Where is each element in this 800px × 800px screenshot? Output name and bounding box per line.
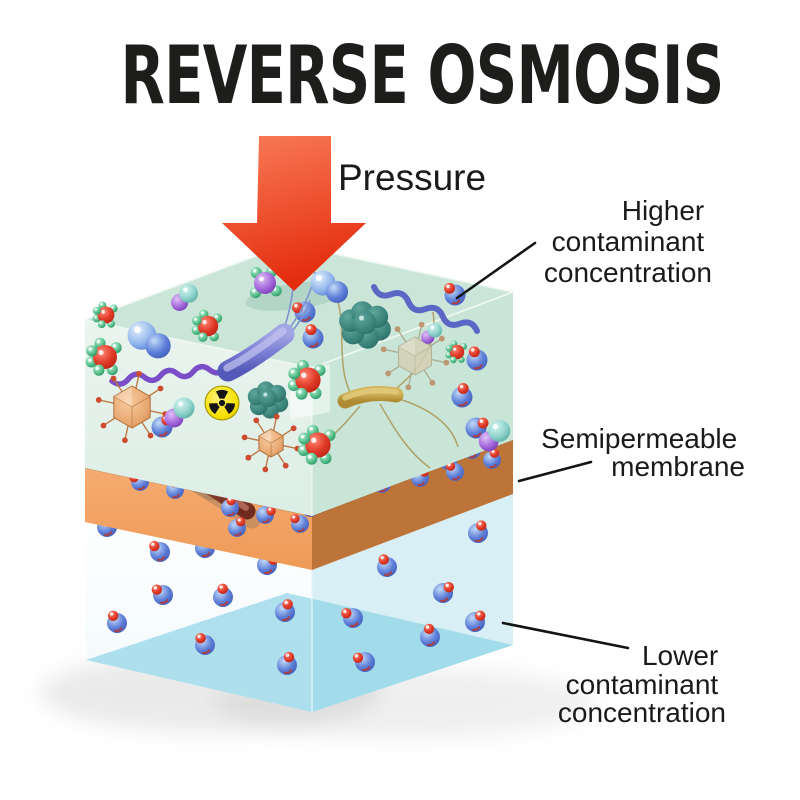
virus-icosahedron <box>380 321 450 391</box>
water-molecule <box>290 514 309 533</box>
molecule-teal-purple-pair <box>421 322 443 344</box>
water-molecule <box>444 282 466 306</box>
down-arrow-icon <box>222 136 366 291</box>
upper-front-face <box>85 320 312 516</box>
page-title: REVERSE OSMOSIS <box>120 30 723 123</box>
bacterium-blue <box>217 267 316 382</box>
water-molecule <box>451 383 473 408</box>
pressure-arrow <box>222 136 366 291</box>
water-molecule <box>466 346 488 371</box>
molecule-blue-pair <box>127 321 171 359</box>
molecule-cluster <box>247 381 289 419</box>
molecule-red-tetra <box>191 309 223 342</box>
water-molecule <box>420 623 440 647</box>
molecule-red-tetra <box>92 301 118 329</box>
water-molecule <box>213 583 233 607</box>
lower-concentration-label: Lower contaminant concentration <box>558 640 726 728</box>
radiation-hazard-icon <box>204 385 240 421</box>
water-molecule <box>483 448 501 469</box>
lower-bottom-face <box>86 593 513 712</box>
virus-icosahedron <box>241 413 301 473</box>
water-molecule <box>465 417 489 439</box>
molecule-cluster <box>339 301 391 349</box>
water-molecule <box>275 599 295 622</box>
water-molecule <box>195 632 215 655</box>
polymer-squiggle <box>371 284 480 334</box>
annotations: Pressure Higher contaminant concentratio… <box>338 157 745 728</box>
molecule-teal-purple-pair <box>171 283 199 311</box>
molecule-teal-purple-pair <box>164 397 195 428</box>
water-molecule <box>377 554 397 577</box>
molecule-red-tetra <box>297 424 336 465</box>
virus-icosahedron <box>95 370 169 444</box>
leader-line-higher <box>455 241 537 300</box>
membrane-front-face <box>85 468 312 570</box>
molecule-blue-pair <box>310 270 348 303</box>
leader-line-membrane <box>517 460 593 483</box>
water-molecule <box>302 324 324 349</box>
molecule-red-tetra <box>287 359 326 400</box>
molecule-red-tetra <box>445 340 468 364</box>
leader-lines <box>455 241 630 650</box>
water-molecule <box>468 520 488 543</box>
water-molecule <box>151 584 173 605</box>
water-molecule <box>149 540 170 562</box>
bacterium-tan <box>303 301 459 469</box>
molecule-teal-purple-pair <box>478 419 511 452</box>
water-molecule <box>465 610 486 632</box>
higher-concentration-label: Higher contaminant concentration <box>544 195 712 288</box>
water-molecule <box>256 506 276 524</box>
water-molecule <box>107 610 127 633</box>
water-molecule <box>277 651 297 675</box>
pressure-label: Pressure <box>338 157 486 198</box>
molecule-red-tetra <box>85 337 122 376</box>
membrane-label: Semipermeable membrane <box>541 423 745 482</box>
upper-contaminants <box>85 265 511 473</box>
water-molecule <box>341 608 363 628</box>
leader-line-lower <box>501 621 630 650</box>
water-molecule <box>433 582 454 603</box>
water-molecule <box>228 517 246 537</box>
water-molecule <box>352 652 375 672</box>
